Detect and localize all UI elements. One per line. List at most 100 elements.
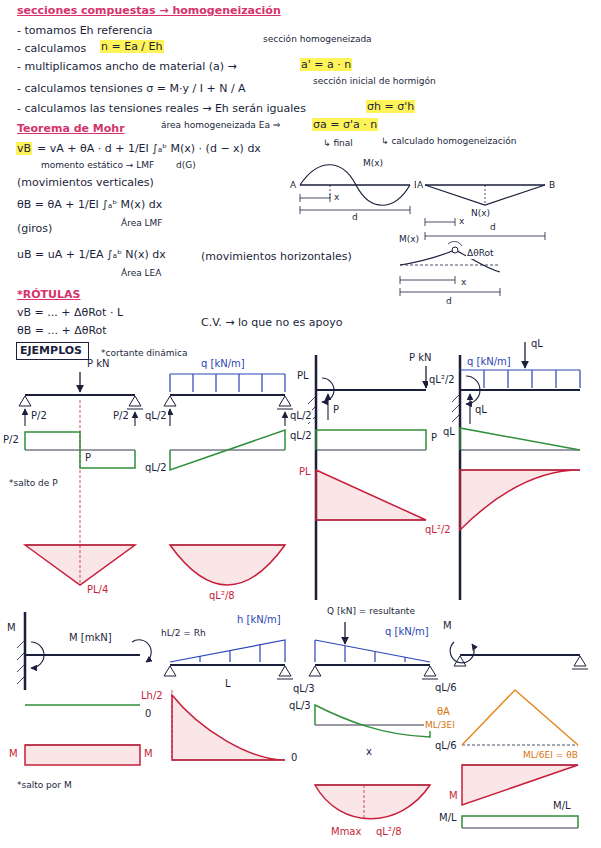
note-text: (movimientos horizontales) bbox=[200, 250, 353, 263]
diagram-label: P bbox=[430, 432, 438, 444]
support-symbol bbox=[19, 396, 588, 679]
resultant-arrow bbox=[524, 342, 525, 368]
moment-curve bbox=[300, 165, 410, 206]
diagram-label: *salto por M bbox=[16, 780, 73, 791]
diagram-label: qL²/2 bbox=[428, 374, 456, 386]
diagram-label: q [kN/m] bbox=[200, 358, 246, 370]
figure-label: N(x) bbox=[470, 208, 491, 219]
note-text: ↳ final bbox=[322, 138, 354, 149]
note-text: uB = uA + 1/EA ∫ₐᵇ N(x) dx bbox=[16, 248, 167, 261]
diagram-label: qL/2 bbox=[144, 410, 168, 422]
figure-label: M(x) bbox=[362, 158, 384, 169]
moment-arrow bbox=[466, 376, 480, 404]
note-text: θB = ... + ΔθRot bbox=[16, 324, 108, 337]
diagram-label: M/L bbox=[552, 800, 572, 812]
diagram-label: M bbox=[6, 622, 17, 634]
diagram-label: M [mkN] bbox=[68, 632, 113, 644]
moment-arrow bbox=[450, 642, 474, 663]
hinge-symbol bbox=[452, 247, 458, 253]
note-text: vB = ... + ΔθRot · L bbox=[16, 306, 124, 319]
load-arrow bbox=[79, 372, 80, 392]
diagram-label: P/2 bbox=[2, 434, 20, 446]
shear-diagram bbox=[25, 428, 580, 828]
moment-arrow bbox=[31, 642, 44, 668]
diagram-label: q [kN/m] bbox=[384, 626, 430, 638]
note-text: - tomamos Eh referencia bbox=[16, 24, 154, 37]
diagram-label: qL/2 bbox=[289, 430, 313, 442]
fixed-wall bbox=[25, 355, 460, 690]
moment-diagram bbox=[25, 470, 580, 819]
diagram-label: PL/4 bbox=[86, 584, 109, 596]
diagram-label: qL bbox=[442, 426, 456, 438]
reaction-arrow bbox=[327, 394, 328, 420]
wall-hatch bbox=[17, 394, 460, 684]
note-text: d(G) bbox=[175, 160, 197, 171]
rotation-arc bbox=[448, 242, 462, 246]
diagram-label: q [kN/m] bbox=[466, 356, 512, 368]
diagram-label: P bbox=[84, 452, 92, 464]
diagram-label: qL/3 bbox=[292, 683, 316, 695]
diagram-label: P kN bbox=[408, 352, 432, 364]
note-text: θB = θA + 1/EI ∫ₐᵇ M(x) dx bbox=[16, 198, 163, 211]
diagram-label: x bbox=[365, 746, 373, 758]
dimension-line bbox=[425, 218, 545, 240]
diagram-label: hL/2 = Rh bbox=[160, 628, 207, 639]
figure-label: B bbox=[548, 180, 556, 191]
figure-label: M(x) bbox=[398, 234, 420, 245]
diagram-label: qL bbox=[530, 338, 544, 350]
note-text: = vA + θA · d + 1/EI ∫ₐᵇ M(x) · (d − x) … bbox=[36, 142, 262, 155]
note-text: - calculamos bbox=[16, 42, 87, 55]
dimension-line bbox=[300, 194, 410, 214]
axial-diagram bbox=[425, 185, 545, 205]
note-text: *cortante dinámica bbox=[100, 348, 189, 359]
heading-text: *RÓTULAS bbox=[16, 288, 81, 301]
diagram-label: M bbox=[143, 748, 154, 760]
diagram-label: M bbox=[442, 620, 453, 632]
note-text: ↳ calculado homogeneización bbox=[380, 136, 518, 147]
beam bbox=[25, 390, 580, 665]
diagram-baseline bbox=[25, 450, 580, 828]
diagram-label: *salto de P bbox=[8, 478, 59, 489]
reaction-arrow bbox=[24, 409, 25, 426]
diagram-label: PL bbox=[298, 466, 312, 478]
figure-label: d bbox=[445, 296, 453, 307]
diagram-label: ML/3EI bbox=[424, 720, 456, 731]
note-text: (movimientos verticales) bbox=[16, 176, 155, 189]
diagram-label: M bbox=[448, 790, 459, 802]
diagram-label: Q [kN] = resultante bbox=[326, 606, 416, 617]
figure-label: A bbox=[416, 180, 424, 191]
figure-label: d bbox=[351, 212, 359, 223]
diagram-label: qL bbox=[474, 404, 488, 416]
diagram-label: qL²/8 bbox=[375, 826, 403, 838]
beam-axis bbox=[462, 745, 578, 746]
diagram-label: Mmax bbox=[330, 826, 362, 838]
note-text: - calculamos tensiones σ = M·y / I + N /… bbox=[16, 82, 247, 95]
note-text: n = Ea / Eh bbox=[100, 40, 164, 53]
figure-label: x bbox=[460, 277, 467, 288]
figure-label: x bbox=[458, 216, 465, 227]
note-text: σa = σ'a · n bbox=[312, 118, 378, 131]
note-text: sección inicial de hormigón bbox=[312, 76, 437, 87]
diagram-label: ML/6EI = θB bbox=[522, 750, 579, 761]
note-text: sección homogeneizada bbox=[262, 34, 373, 45]
diagram-label: Lh/2 bbox=[140, 690, 164, 702]
diagram-label: qL²/8 bbox=[208, 590, 236, 602]
reaction-arrow bbox=[469, 394, 470, 424]
diagram-label: qL/3 bbox=[288, 700, 312, 712]
note-text: C.V. → lo que no es apoyo bbox=[200, 316, 343, 329]
diagram-label: P/2 bbox=[112, 410, 130, 422]
heading-text: secciones compuestas → homogeneización bbox=[16, 4, 282, 17]
diagram-label: θA bbox=[436, 706, 451, 718]
diagram-label: 0 bbox=[290, 752, 298, 764]
boxed-heading: EJEMPLOS bbox=[16, 342, 89, 360]
moment-arrow bbox=[132, 640, 151, 662]
diagram-label: M/L bbox=[438, 812, 458, 824]
figure-label: d bbox=[489, 222, 497, 233]
load-arrow bbox=[425, 366, 426, 388]
diagram-label: qL/6 bbox=[434, 682, 458, 694]
reaction-arrow bbox=[169, 409, 170, 426]
reaction-arrow bbox=[284, 412, 285, 426]
diagram-label: qL/2 bbox=[144, 462, 168, 474]
figure-label: A bbox=[289, 180, 297, 191]
